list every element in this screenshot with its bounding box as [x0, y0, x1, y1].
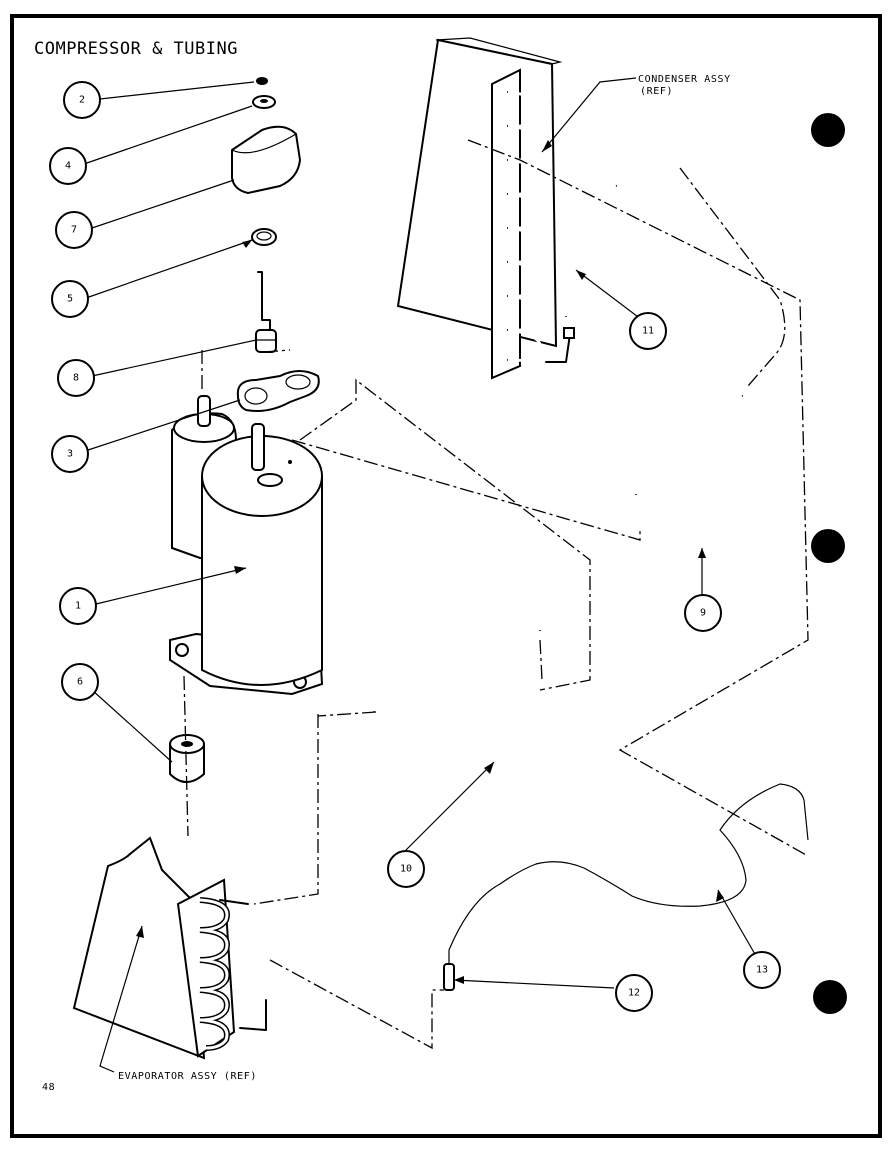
routing-dashed-lines [183, 139, 809, 1050]
balloon-6-label: 6 [77, 677, 83, 688]
part-3-gasket [236, 370, 320, 412]
balloon-7-label: 7 [71, 225, 77, 236]
leader-arrowheads [136, 140, 724, 984]
balloon-5-label: 5 [67, 294, 73, 305]
condenser-assembly [396, 37, 575, 380]
evaporator-assembly [72, 836, 267, 1060]
balloon-11-label: 11 [642, 326, 654, 337]
binder-hole-top [811, 113, 845, 147]
page-number: 48 [42, 1082, 55, 1093]
part-7-terminal-cover [231, 125, 302, 195]
condenser-ref: (REF) [640, 86, 673, 97]
part-1-compressor [169, 395, 324, 696]
balloon-2: 2 [63, 81, 101, 119]
leader-lines [83, 77, 757, 1073]
balloon-9-label: 9 [700, 608, 706, 619]
balloon-1: 1 [59, 587, 97, 625]
balloon-4: 4 [49, 147, 87, 185]
condenser-callout: CONDENSER ASSY [638, 74, 731, 85]
balloon-12: 12 [615, 974, 653, 1012]
balloon-10-label: 10 [400, 864, 412, 875]
balloon-4-label: 4 [65, 161, 71, 172]
binder-hole-bottom [813, 980, 847, 1014]
balloon-8: 8 [57, 359, 95, 397]
part-4-washer [252, 95, 276, 109]
balloon-11: 11 [629, 312, 667, 350]
balloon-7: 7 [55, 211, 93, 249]
balloon-2-label: 2 [79, 95, 85, 106]
balloon-6: 6 [61, 663, 99, 701]
part-5-spring-clip [251, 228, 277, 246]
balloon-5: 5 [51, 280, 89, 318]
part-8-overload-protector [255, 271, 277, 353]
part-10-tube [372, 563, 543, 776]
balloon-13-label: 13 [756, 965, 768, 976]
part-9-tube [634, 394, 743, 549]
balloon-12-label: 12 [628, 988, 640, 999]
part-13-capillary [448, 783, 809, 951]
part-2-plug [256, 77, 268, 85]
balloon-3-label: 3 [67, 449, 73, 460]
part-12-sensor [443, 950, 455, 991]
balloon-10: 10 [387, 850, 425, 888]
balloon-13: 13 [743, 951, 781, 989]
part-11-tube [564, 184, 617, 317]
binder-hole-middle [811, 529, 845, 563]
diagram-title: COMPRESSOR & TUBING [34, 39, 238, 59]
balloon-9: 9 [684, 594, 722, 632]
evaporator-callout: EVAPORATOR ASSY (REF) [118, 1071, 257, 1082]
balloon-8-label: 8 [73, 373, 79, 384]
part-6-grommet [169, 734, 205, 783]
balloon-1-label: 1 [75, 601, 81, 612]
balloon-3: 3 [51, 435, 89, 473]
